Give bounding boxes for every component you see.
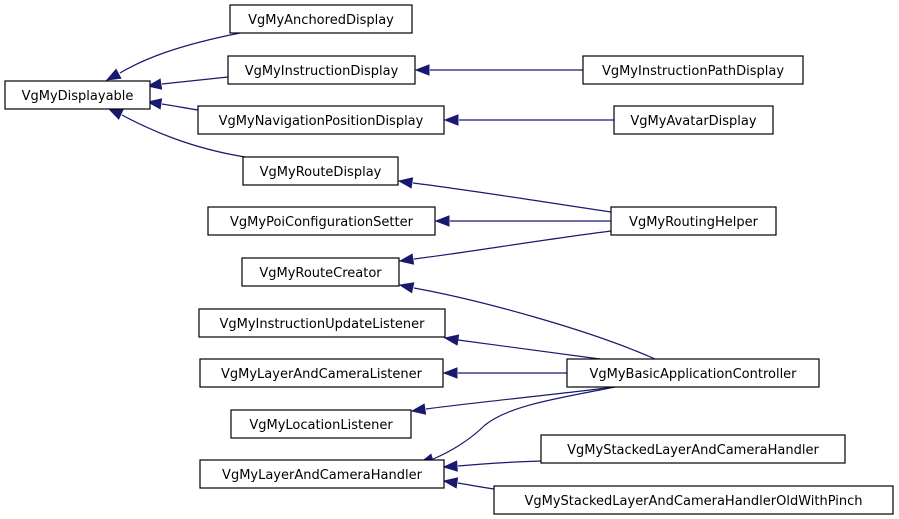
edge-arrowhead	[414, 64, 430, 76]
class-box	[230, 409, 412, 439]
class-label: VgMyLayerAndCameraHandler	[222, 468, 423, 483]
edge-routing_helper-to-poi_setter	[434, 215, 611, 227]
class-label: VgMyAvatarDisplay	[630, 114, 756, 129]
class-box	[197, 105, 445, 135]
edge-line	[425, 386, 616, 410]
edge-nav_position-to-displayable	[146, 98, 199, 111]
class-box	[613, 105, 774, 135]
class-box	[241, 257, 400, 287]
class-box	[540, 434, 846, 464]
edge-arrowhead	[397, 177, 414, 189]
edge-arrowhead	[434, 215, 450, 227]
edge-arrowhead	[442, 477, 459, 489]
class-node-displayable[interactable]: VgMyDisplayable	[4, 80, 151, 110]
edge-line	[457, 460, 542, 467]
class-node-location-listener[interactable]: VgMyLocationListener	[230, 409, 412, 439]
edge-stacked_handler_pinch-to-layer_camera_handler	[442, 477, 495, 490]
class-node-layer-camera-handler[interactable]: VgMyLayerAndCameraHandler	[199, 459, 445, 489]
edge-line	[413, 287, 656, 360]
edge-instruction_path-to-instruction	[414, 64, 583, 76]
edge-arrowhead	[443, 114, 459, 126]
edge-line	[161, 103, 199, 111]
edge-arrowhead	[107, 108, 124, 120]
edge-basic_app_controller-to-layer_camera_listener	[442, 367, 567, 379]
class-node-nav-position[interactable]: VgMyNavigationPositionDisplay	[197, 105, 445, 135]
class-box	[199, 358, 444, 388]
class-node-stacked-handler[interactable]: VgMyStackedLayerAndCameraHandler	[540, 434, 846, 464]
class-node-anchored[interactable]: VgMyAnchoredDisplay	[229, 4, 413, 34]
class-label: VgMyRouteCreator	[259, 266, 382, 281]
class-box	[198, 308, 446, 338]
edge-routing_helper-to-route_display	[397, 177, 612, 213]
class-node-poi-setter[interactable]: VgMyPoiConfigurationSetter	[207, 206, 436, 236]
class-label: VgMyLayerAndCameraListener	[221, 367, 423, 382]
class-node-routing-helper[interactable]: VgMyRoutingHelper	[610, 206, 777, 236]
class-label: VgMyDisplayable	[22, 89, 134, 104]
class-label: VgMyInstructionUpdateListener	[219, 317, 425, 332]
nodes-layer: VgMyDisplayable VgMyAnchoredDisplayVgMyIn…	[4, 4, 894, 515]
edge-basic_app_controller-to-instr_update_listener	[443, 334, 601, 360]
class-box	[227, 55, 416, 85]
class-label: VgMyNavigationPositionDisplay	[219, 114, 424, 129]
class-label: VgMyAnchoredDisplay	[248, 13, 394, 28]
class-node-basic-app-controller[interactable]: VgMyBasicApplicationController	[566, 358, 820, 388]
edge-line	[457, 482, 495, 490]
edge-avatar-to-nav_position	[443, 114, 614, 126]
edge-arrowhead	[442, 367, 458, 379]
edge-basic_app_controller-to-route_creator	[398, 282, 656, 360]
edge-line	[161, 76, 229, 85]
edge-arrowhead	[146, 98, 163, 110]
class-box	[493, 485, 894, 515]
edge-arrowhead	[442, 460, 458, 472]
class-box	[207, 206, 436, 236]
class-box	[610, 206, 777, 236]
class-node-instruction[interactable]: VgMyInstructionDisplay	[227, 55, 416, 85]
class-box	[566, 358, 820, 388]
edge-arrowhead	[443, 334, 460, 346]
edge-routing_helper-to-route_creator	[398, 230, 612, 265]
edge-line	[413, 230, 612, 260]
edge-line	[457, 339, 601, 360]
class-label: VgMyPoiConfigurationSetter	[230, 215, 414, 230]
class-node-instr-update-listener[interactable]: VgMyInstructionUpdateListener	[198, 308, 446, 338]
edge-line	[121, 114, 246, 158]
edge-arrowhead	[146, 78, 163, 90]
class-label: VgMyInstructionPathDisplay	[602, 64, 784, 79]
edge-arrowhead	[105, 68, 122, 81]
class-box	[229, 4, 413, 34]
class-label: VgMyStackedLayerAndCameraHandlerOldWithP…	[524, 494, 862, 509]
edge-arrowhead	[410, 403, 427, 415]
class-box	[4, 80, 151, 110]
class-node-instruction-path[interactable]: VgMyInstructionPathDisplay	[582, 55, 804, 85]
edge-arrowhead	[398, 282, 415, 294]
edge-instruction-to-displayable	[146, 76, 229, 90]
class-box	[582, 55, 804, 85]
class-node-layer-camera-listener[interactable]: VgMyLayerAndCameraListener	[199, 358, 444, 388]
class-label: VgMyLocationListener	[249, 418, 393, 433]
class-label: VgMyRoutingHelper	[629, 215, 759, 230]
edge-basic_app_controller-to-location_listener	[410, 386, 616, 415]
edge-line	[412, 182, 612, 213]
class-label: VgMyBasicApplicationController	[589, 367, 797, 382]
edge-arrowhead	[398, 253, 415, 265]
class-node-avatar[interactable]: VgMyAvatarDisplay	[613, 105, 774, 135]
edge-line	[119, 32, 241, 74]
class-node-stacked-handler-pinch[interactable]: VgMyStackedLayerAndCameraHandlerOldWithP…	[493, 485, 894, 515]
class-label: VgMyStackedLayerAndCameraHandler	[567, 443, 819, 458]
class-box	[242, 156, 399, 186]
class-node-route-creator[interactable]: VgMyRouteCreator	[241, 257, 400, 287]
edge-anchored-to-displayable	[105, 32, 241, 81]
class-label: VgMyRouteDisplay	[260, 165, 382, 180]
class-label: VgMyInstructionDisplay	[245, 64, 399, 79]
class-node-route-display[interactable]: VgMyRouteDisplay	[242, 156, 399, 186]
edge-stacked_handler-to-layer_camera_handler	[442, 460, 542, 472]
edge-line	[432, 386, 616, 460]
class-box	[199, 459, 445, 489]
